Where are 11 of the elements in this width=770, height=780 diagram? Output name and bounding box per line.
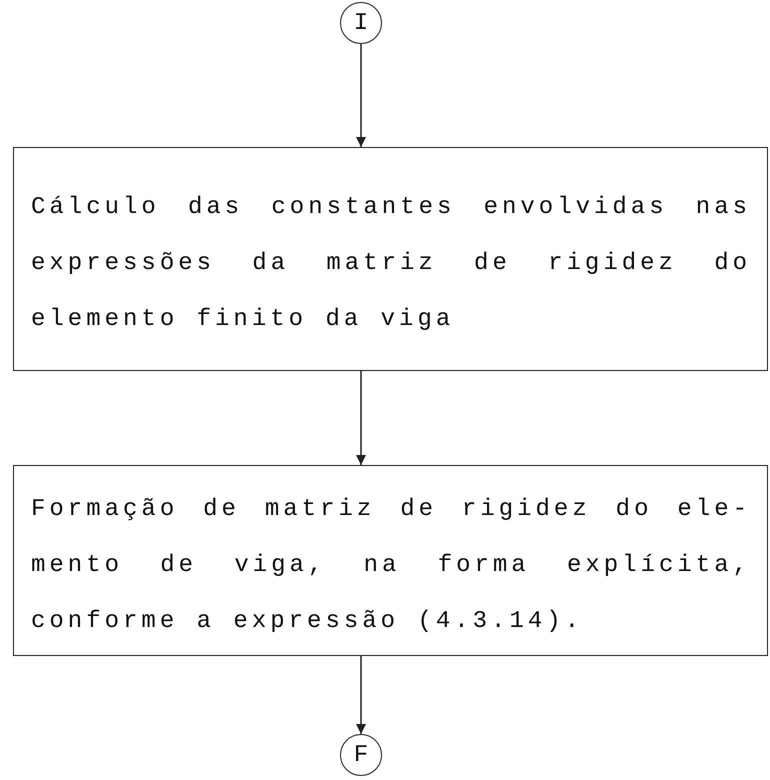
arrow bbox=[356, 44, 366, 147]
process-text: Formação de matriz de rigidez do ele- mento de viga, na forma explícita, conforme a expressão (4.3.14). bbox=[31, 494, 751, 636]
process-box bbox=[13, 465, 768, 656]
terminal-circle bbox=[340, 734, 382, 776]
terminal-label: F bbox=[354, 742, 368, 768]
terminal-label: I bbox=[354, 10, 368, 36]
process-text: Cálculo das constantes envolvidas nas expressões da matriz de rigidez do elemento finito da viga bbox=[31, 193, 751, 335]
arrow bbox=[356, 371, 366, 465]
terminal-circle bbox=[340, 2, 382, 44]
process-box bbox=[13, 147, 768, 371]
arrow bbox=[356, 656, 366, 734]
